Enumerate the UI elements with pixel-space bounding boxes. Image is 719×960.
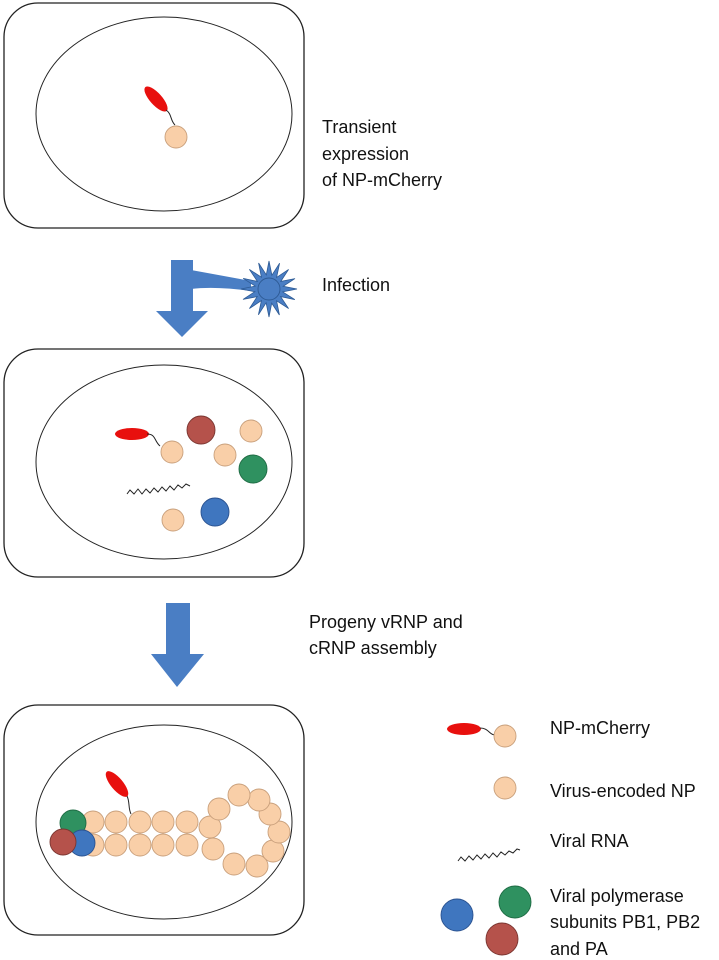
legend-viral-rna: Viral RNA (457, 831, 629, 862)
polymerase-complex (49, 809, 96, 857)
assembly-label: Progeny vRNP and cRNP assembly (309, 612, 468, 658)
pb2-icon (498, 885, 532, 919)
legend-polymerase: Viral polymerase subunits PB1, PB2 and P… (440, 885, 705, 959)
mcherry-tag-icon (447, 723, 481, 735)
infection-arrow (156, 260, 251, 337)
np-mcherry-fusion (115, 428, 184, 464)
virus-particle-icon (240, 260, 298, 318)
linker (126, 795, 132, 815)
panel-infected-cell (3, 348, 305, 578)
np-icon (493, 724, 517, 748)
pb2-subunit (238, 454, 268, 484)
cell-outline (3, 2, 305, 229)
transient-expression-label: Transient expression of NP-mCherry (322, 117, 442, 190)
pb1-icon (440, 898, 474, 932)
pa-subunit (186, 415, 216, 445)
np-subunit (164, 125, 188, 149)
legend-viral-rna-label: Viral RNA (550, 831, 629, 851)
linker (165, 109, 176, 126)
np-subunit (239, 419, 263, 443)
rna-icon (457, 848, 521, 862)
np-icon (493, 776, 517, 800)
infection-label: Infection (322, 275, 390, 295)
legend-virus-np: Virus-encoded NP (493, 776, 696, 801)
np-subunit (213, 443, 237, 467)
pa-subunit (49, 828, 77, 856)
np-mcherry-fusion (144, 86, 188, 149)
mcherry-tag (144, 86, 168, 112)
mcherry-tag (105, 771, 129, 797)
assembly-arrow (151, 603, 204, 687)
pa-icon (485, 922, 519, 956)
nucleus-outline (35, 16, 293, 212)
legend-np-mcherry-label: NP-mCherry (550, 718, 650, 738)
nucleus-outline (35, 364, 293, 560)
legend: NP-mCherry Virus-encoded NP Viral RNA Vi… (440, 718, 705, 959)
panel-transient-expression (3, 2, 305, 229)
panel-rnp-assembly (3, 704, 305, 936)
np-subunit (160, 440, 184, 464)
legend-np-mcherry: NP-mCherry (447, 718, 650, 748)
np-subunit (161, 508, 185, 532)
np-mcherry-fusion (105, 771, 132, 815)
pb1-subunit (200, 497, 230, 527)
rnp-np-chain (81, 783, 291, 878)
legend-virus-np-label: Virus-encoded NP (550, 781, 696, 801)
viral-rna-strand (126, 483, 191, 495)
legend-polymerase-label: Viral polymerase subunits PB1, PB2 and P… (550, 886, 705, 959)
mcherry-tag (115, 428, 149, 440)
nucleus-outline (35, 724, 293, 920)
cell-outline (3, 348, 305, 578)
linker (146, 433, 161, 447)
